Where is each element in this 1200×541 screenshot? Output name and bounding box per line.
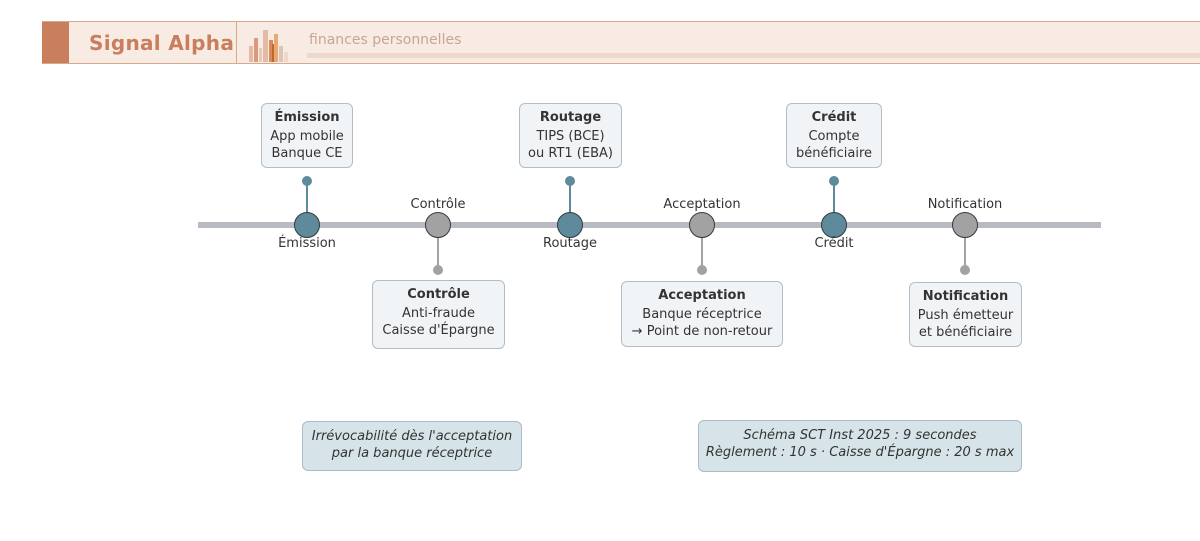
header-underline	[307, 53, 1200, 58]
connector-dot	[960, 265, 970, 275]
card-line: → Point de non-retour	[631, 324, 773, 339]
card-line: TIPS (BCE)	[536, 129, 605, 144]
node-label-emission: Émission	[278, 236, 336, 251]
connector-dot	[697, 265, 707, 275]
card-title: Acceptation	[658, 288, 746, 303]
node-controle	[425, 212, 451, 238]
connector-stem	[437, 238, 439, 268]
note-line: par la banque réceptrice	[331, 446, 493, 461]
node-label-credit: Crédit	[814, 236, 854, 251]
node-emission	[294, 212, 320, 238]
node-acceptation	[689, 212, 715, 238]
card-line: ou RT1 (EBA)	[528, 146, 613, 161]
connector-dot	[433, 265, 443, 275]
card-line: Compte	[808, 129, 860, 144]
brand-color-block	[42, 22, 69, 63]
node-label-acceptation: Acceptation	[663, 197, 741, 212]
card-acceptation: Acceptation Banque réceptrice → Point de…	[621, 281, 783, 347]
brand-name: Signal Alpha	[89, 30, 235, 55]
card-title: Crédit	[811, 110, 857, 125]
card-title: Routage	[539, 110, 602, 125]
card-line: bénéficiaire	[795, 146, 873, 161]
note-irrevocability: Irrévocabilité dès l'acceptation par la …	[302, 421, 522, 471]
node-notification	[952, 212, 978, 238]
connector-stem	[569, 181, 571, 213]
node-credit	[821, 212, 847, 238]
connector-stem	[964, 238, 966, 268]
note-line: Règlement : 10 s · Caisse d'Épargne : 20…	[705, 445, 1015, 460]
card-title: Notification	[922, 289, 1009, 304]
card-line: Banque CE	[271, 146, 343, 161]
card-line: et bénéficiaire	[918, 325, 1013, 340]
note-line: Schéma SCT Inst 2025 : 9 secondes	[743, 428, 977, 443]
card-line: Caisse d'Épargne	[382, 323, 495, 338]
card-routage: Routage TIPS (BCE) ou RT1 (EBA)	[519, 103, 622, 168]
note-scheme: Schéma SCT Inst 2025 : 9 secondes Règlem…	[698, 420, 1022, 472]
node-label-routage: Routage	[543, 236, 597, 251]
card-notification: Notification Push émetteur et bénéficiai…	[909, 282, 1022, 347]
card-line: App mobile	[270, 129, 344, 144]
timeline-axis	[198, 222, 1101, 228]
header-tagline: finances personnelles	[309, 32, 462, 48]
card-controle: Contrôle Anti-fraude Caisse d'Épargne	[372, 280, 505, 349]
bar-chart-logo-icon	[249, 30, 288, 62]
node-label-notification: Notification	[927, 197, 1003, 212]
note-line: Irrévocabilité dès l'acceptation	[311, 429, 513, 444]
card-emission: Émission App mobile Banque CE	[261, 103, 353, 168]
card-title: Contrôle	[407, 287, 470, 302]
connector-stem	[306, 181, 308, 213]
header-bar: Signal Alpha finances personnelles	[42, 21, 1200, 64]
card-title: Émission	[274, 110, 340, 125]
node-routage	[557, 212, 583, 238]
node-label-controle: Contrôle	[410, 197, 466, 212]
card-credit: Crédit Compte bénéficiaire	[786, 103, 882, 168]
connector-stem	[833, 181, 835, 213]
card-line: Push émetteur	[917, 308, 1014, 323]
connector-stem	[701, 238, 703, 268]
header-divider	[236, 22, 237, 63]
card-line: Banque réceptrice	[642, 307, 762, 322]
card-line: Anti-fraude	[402, 306, 475, 321]
